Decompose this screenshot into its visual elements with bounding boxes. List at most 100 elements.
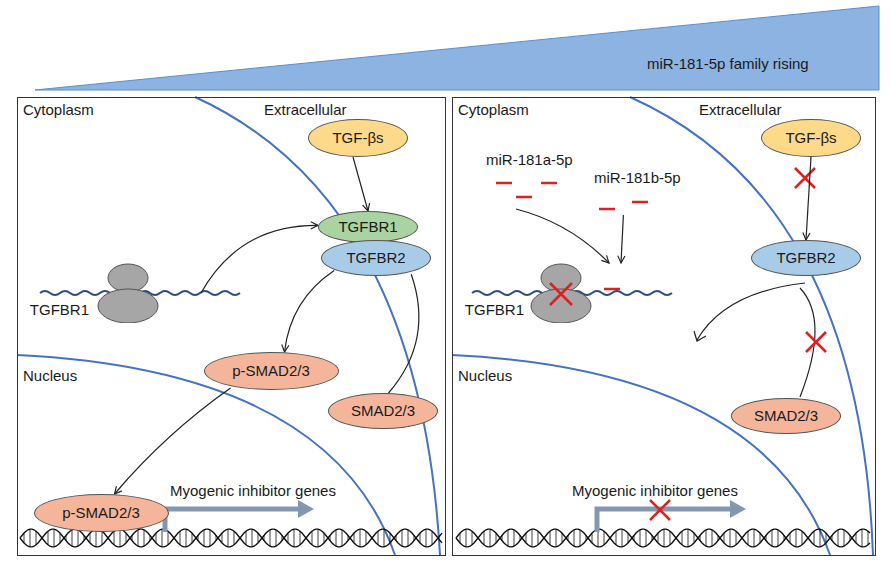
dna-rung [144,530,145,546]
dna-rung [682,531,683,545]
region-label: Extracellular [699,101,782,119]
dna-rung [60,533,61,543]
ribosome-translation: TGFBR1 [91,263,201,323]
dna-rung [502,535,503,540]
dna-rung [294,529,295,547]
blocked-pathway [800,288,815,397]
gradient-wedge-shape [35,6,879,90]
dna-rung [460,533,461,543]
dna-rung [778,530,779,546]
ribosome-subunit [108,264,148,292]
dna-rung [814,531,815,545]
dna-rung [354,533,355,543]
ribosome-shape [526,263,626,323]
dna-rung [748,531,749,545]
dna-rung [288,533,289,543]
blocked-pathway [697,283,805,340]
dna-rung [868,531,869,545]
dna-rung [78,530,79,546]
dna-rung [420,533,421,543]
mirna-group: miR-181a-5p [486,151,586,209]
dna-rung [408,530,409,546]
dna-strand [20,529,442,547]
ligand-ellipse: TGF-βs [761,119,861,157]
ribosome-subunit [541,264,581,292]
dna-rung [180,531,181,545]
ribosome-shape [91,263,201,323]
pathway-arrow [201,225,318,293]
dna-rung [156,533,157,543]
dna-rung [472,531,473,545]
region-label: Extracellular [264,101,347,119]
pathway-arrow [516,209,609,263]
dna-rung [246,531,247,545]
smad-ellipse: SMAD2/3 [731,398,841,434]
dna-rung [342,530,343,546]
receptor-ellipse: TGFBR2 [751,240,861,276]
dna-rung [724,533,725,543]
node-label: TGFBR1 [30,301,89,319]
gene-arrow [597,509,732,532]
dna-rung [694,533,695,543]
dna-rung [850,535,851,540]
dna-rung [84,535,85,540]
mirna-dash [632,201,648,204]
dna-rung [126,533,127,543]
dna-rung [432,531,433,545]
dna-rung [360,529,361,547]
dna-rung [282,535,283,540]
dna-rung [490,529,491,547]
arrowhead [694,331,706,341]
dna-rung [36,531,37,545]
dna-rung [628,533,629,543]
node-label: miR-181b-5p [594,169,681,187]
node-label: SMAD2/3 [754,407,818,425]
dna-rung [72,530,73,546]
dna-rung [300,531,301,545]
smad-ellipse: SMAD2/3 [328,393,438,429]
dna-rung [790,533,791,543]
dna-rung [634,535,635,540]
dna-rung [396,535,397,540]
dna-rung [736,531,737,545]
dna-rung [622,529,623,547]
dna-rung [466,529,467,547]
node-label: p-SMAD2/3 [62,504,140,522]
dna-rung [670,531,671,545]
dna-rung [496,533,497,543]
node-label: TGFBR1 [338,218,397,236]
dna-rung [132,535,133,540]
gene-label: Myogenic inhibitor genes [170,482,336,500]
dna-rung [222,533,223,543]
dna-rung [24,533,25,543]
region-label: Nucleus [23,367,77,385]
node-label: TGF-βs [332,129,383,147]
dna-rung [204,530,205,546]
dna-rung [856,533,857,543]
pathway-arrow [621,215,623,263]
dna-rung [390,533,391,543]
dna-rung [646,530,647,546]
dna-rung [520,535,521,540]
dna-rung [138,530,139,546]
dna-rung [258,533,259,543]
node-label: TGFBR2 [776,249,835,267]
block-cross [550,283,572,305]
dna-rung [802,531,803,545]
dna-rung [664,529,665,547]
dna-rung [514,530,515,546]
dna-rung [210,530,211,546]
dna-rung [838,530,839,546]
dna-rung [192,533,193,543]
dna-rung [592,533,593,543]
dna-rung [402,530,403,546]
gradient-wedge-shape [35,5,880,91]
dna-strand [456,529,870,547]
dna-rung [102,531,103,545]
receptor-ellipse: TGFBR2 [321,240,431,276]
dna-rung [562,533,563,543]
dna-rung [706,530,707,546]
dna-rung [556,529,557,547]
dna-rung [820,529,821,547]
dna-rung [150,535,151,540]
